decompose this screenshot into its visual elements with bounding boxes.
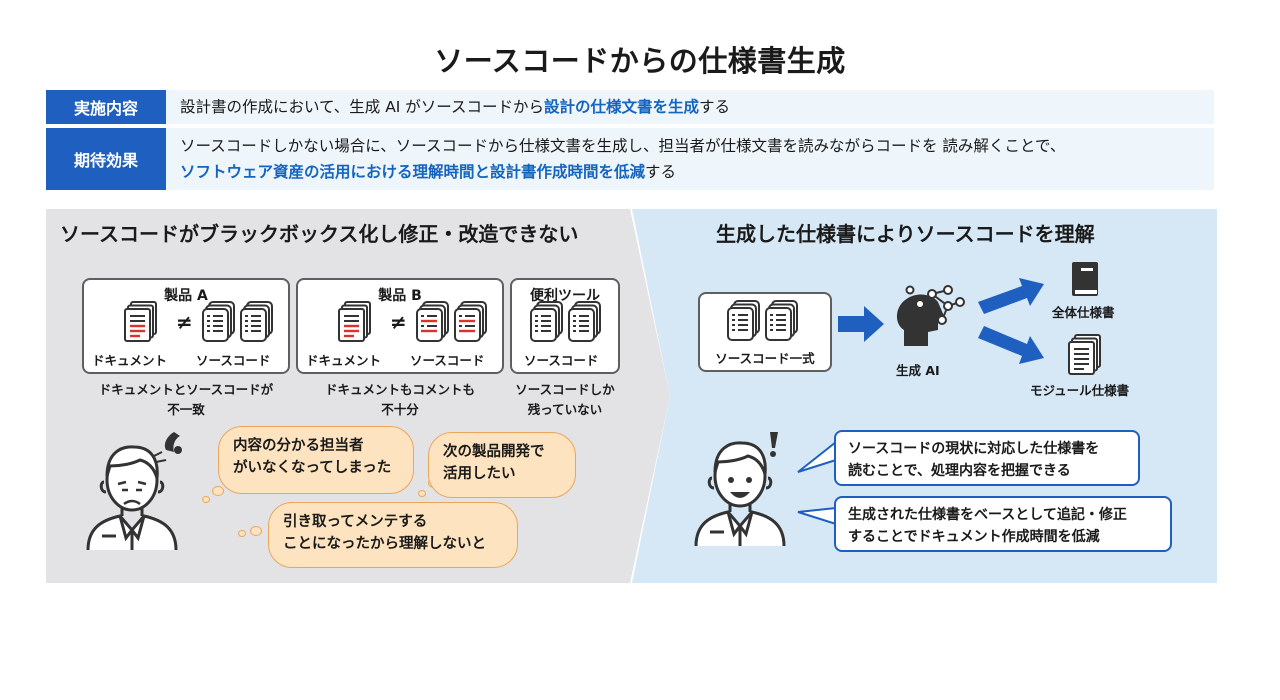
thought-dot: [212, 486, 224, 496]
effect-line2-highlight: ソフトウェア資産の活用における理解時間と設計書作成時間を低減: [180, 163, 646, 181]
thought-2-line1: 次の製品開発で: [443, 444, 545, 460]
output-module-spec-label: モジュール仕様書: [1030, 383, 1130, 398]
product-a-caption-line2: 不一致: [167, 402, 205, 417]
source-code-icon: [202, 301, 236, 343]
ai-label: 生成 AI: [896, 363, 940, 378]
thought-dot: [250, 526, 262, 536]
arrow-right-icon: [838, 306, 884, 342]
product-a-caption-line1: ドキュメントとソースコードが: [98, 382, 274, 397]
document-red-icon: [338, 301, 372, 343]
sweat-drop-icon: [164, 432, 182, 454]
left-heading: ソースコードがブラックボックス化し修正・改造できない: [60, 222, 579, 246]
not-equal-sign: ≠: [176, 310, 193, 334]
product-b-caption-line2: 不十分: [381, 402, 419, 417]
source-set-label: ソースコード一式: [715, 351, 815, 366]
product-b-doc-label: ドキュメント: [306, 353, 382, 368]
speech-bubble-1: ソースコードの現状に対応した仕様書を 読むことで、処理内容を把握できる: [834, 430, 1140, 486]
effect-line1: ソースコードしかない場合に、ソースコードから仕様文書を生成し、担当者が仕様文書を…: [180, 137, 1066, 155]
source-code-icon: [568, 301, 602, 343]
tool-caption: ソースコードしか 残っていない: [506, 380, 624, 420]
product-b-title: 製品 B: [378, 288, 422, 304]
page-title: ソースコードからの仕様書生成: [434, 44, 846, 78]
effect-text: ソースコードしかない場合に、ソースコードから仕様文書を生成し、担当者が仕様文書を…: [166, 128, 1214, 190]
product-b-caption: ドキュメントもコメントも 不十分: [296, 380, 504, 420]
thought-3-line1: 引き取ってメンテする: [283, 514, 428, 530]
source-set-box: [698, 292, 832, 372]
source-code-red-icon: [454, 301, 488, 343]
document-red-icon: [124, 301, 158, 343]
thought-1-line1: 内容の分かる担当者: [233, 438, 364, 454]
ai-head-icon: [896, 285, 965, 346]
tool-caption-line2: 残っていない: [527, 402, 603, 417]
product-a-caption: ドキュメントとソースコードが 不一致: [82, 380, 290, 420]
thought-3-line2: ことになったから理解しないと: [283, 536, 486, 552]
book-icon: [1072, 262, 1098, 296]
thought-dot: [238, 530, 246, 537]
implementation-label: 実施内容: [46, 90, 166, 124]
source-code-icon: [765, 300, 799, 342]
impl-text-after: する: [699, 98, 731, 116]
source-code-icon: [240, 301, 274, 343]
effect-line2-after: する: [645, 163, 677, 181]
thought-cloud-1: 内容の分かる担当者 がいなくなってしまった: [218, 426, 414, 494]
tool-title: 便利ツール: [530, 288, 600, 304]
thought-2-line2: 活用したい: [443, 466, 516, 482]
speech-1-line2: 読むことで、処理内容を把握できる: [848, 463, 1071, 479]
thought-dot: [418, 490, 426, 497]
implementation-text: 設計書の作成において、生成 AI がソースコードから設計の仕様文書を生成する: [166, 90, 1214, 124]
speech-bubble-2: 生成された仕様書をベースとして追記・修正 することでドキュメント作成時間を低減: [834, 496, 1172, 552]
effect-label: 期待効果: [46, 128, 166, 190]
source-code-icon: [727, 300, 761, 342]
worried-person-icon: [82, 432, 182, 552]
thought-dot: [202, 496, 210, 503]
happy-person-icon: [690, 428, 790, 548]
source-code-red-icon: [416, 301, 450, 343]
thought-cloud-2: 次の製品開発で 活用したい: [428, 432, 576, 498]
thought-1-line2: がいなくなってしまった: [233, 460, 392, 476]
thought-cloud-3: 引き取ってメンテする ことになったから理解しないと: [268, 502, 518, 568]
product-a-doc-label: ドキュメント: [92, 353, 168, 368]
output-overall-spec-label: 全体仕様書: [1052, 305, 1115, 320]
not-equal-sign: ≠: [390, 310, 407, 334]
speech-1-line1: ソースコードの現状に対応した仕様書を: [848, 441, 1100, 457]
speech-2-line1: 生成された仕様書をベースとして追記・修正: [848, 507, 1127, 523]
speech-2-line2: することでドキュメント作成時間を低減: [848, 529, 1100, 545]
tool-caption-line1: ソースコードしか: [515, 382, 615, 397]
document-icon: [1068, 334, 1102, 376]
product-b-src-label: ソースコード: [410, 353, 485, 368]
output-arrows-icon: [978, 278, 1044, 364]
tool-box: 便利ツール: [510, 278, 620, 374]
product-b-caption-line1: ドキュメントもコメントも: [324, 382, 475, 397]
right-heading: 生成した仕様書によりソースコードを理解: [716, 222, 1095, 246]
source-code-icon: [530, 301, 564, 343]
product-a-title: 製品 A: [164, 288, 208, 304]
impl-text-before: 設計書の作成において、生成 AI がソースコードから: [180, 98, 545, 116]
product-a-src-label: ソースコード: [196, 353, 271, 368]
tool-src-label: ソースコード: [524, 353, 599, 368]
exclamation-icon: [770, 432, 778, 457]
summary-row-effect: 期待効果 ソースコードしかない場合に、ソースコードから仕様文書を生成し、担当者が…: [46, 128, 1214, 190]
impl-text-highlight: 設計の仕様文書を生成: [544, 98, 700, 116]
summary-row-implementation: 実施内容 設計書の作成において、生成 AI がソースコードから設計の仕様文書を生…: [46, 90, 1214, 124]
